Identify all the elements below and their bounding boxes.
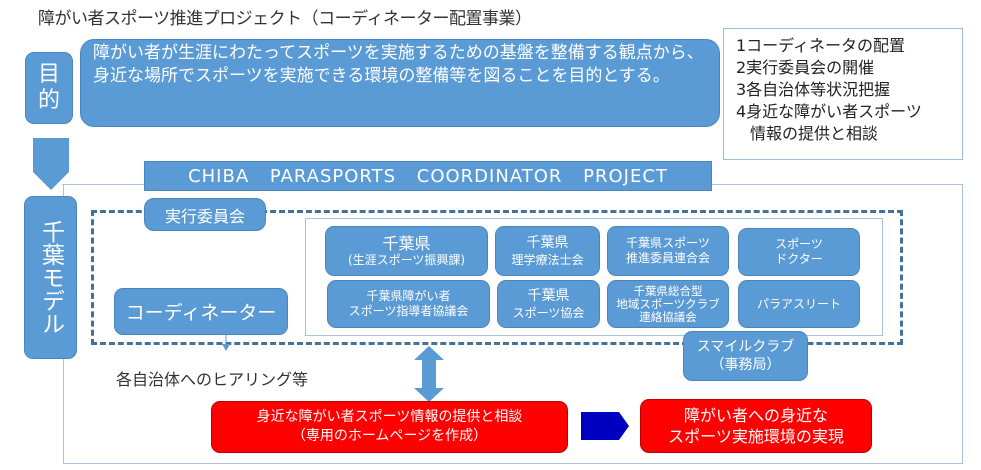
goal-box-line: 障がい者への身近な — [683, 406, 828, 425]
info-box-line: （専用のホームページを作成） — [291, 428, 488, 444]
member-sports-doctor: スポーツ ドクター — [738, 228, 860, 276]
committee-label: 実行委員会 — [144, 198, 266, 231]
model-label: 千葉モデル — [24, 196, 77, 359]
hearing-text: 各自治体へのヒアリング等 — [116, 370, 309, 389]
small-down-arrow-icon — [222, 335, 230, 351]
member-line: 理学療法士会 — [511, 253, 584, 267]
coordinator-text: コーディネーター — [125, 302, 277, 324]
member-sports-promotion-council: 千葉県スポーツ 推進委員連合会 — [607, 226, 729, 276]
purpose-text: 障がい者が生涯にわたってスポーツを実施するための基盤を整備する観点から、身近な場… — [93, 43, 704, 86]
project-banner: CHIBA PARASPORTS COORDINATOR PROJECT — [144, 161, 712, 191]
member-line: 千葉県 — [382, 234, 431, 253]
member-physical-therapists: 千葉県 理学療法士会 — [495, 226, 600, 276]
member-line: スポーツ指導者協議会 — [348, 304, 469, 318]
down-arrow-icon — [33, 138, 69, 190]
member-line: 千葉県 — [527, 288, 570, 304]
diagram-title: 障がい者スポーツ推進プロジェクト（コーディネーター配置事業） — [38, 9, 532, 29]
smile-club-line: （事務局） — [710, 357, 781, 373]
project-banner-text: CHIBA PARASPORTS COORDINATOR PROJECT — [188, 165, 668, 187]
tasks-list-box: 1コーディネータの配置 2実行委員会の開催 3各自治体等状況把握 4身近な障がい… — [723, 28, 963, 160]
member-line: スポーツ — [775, 237, 823, 251]
goal-box-line: スポーツ実施環境の実現 — [668, 427, 844, 446]
task-item: 3各自治体等状況把握 — [736, 80, 891, 99]
member-disability-sports-instructors: 千葉県障がい者 スポーツ指導者協議会 — [327, 280, 490, 328]
coordinator-box: コーディネーター — [114, 288, 288, 335]
task-item: 4身近な障がい者スポーツ — [736, 102, 922, 121]
right-arrow-icon — [581, 412, 629, 440]
member-line: スポーツ協会 — [512, 306, 585, 320]
committee-dashed-frame — [91, 210, 903, 345]
member-sports-association: 千葉県 スポーツ協会 — [497, 280, 600, 328]
member-line: 連絡協議会 — [639, 309, 697, 324]
member-chiba-prefecture: 千葉県 (生涯スポーツ振興課) — [325, 226, 488, 276]
purpose-label-text: 目的 — [37, 62, 60, 113]
purpose-label: 目的 — [25, 52, 73, 124]
member-line: 地域スポーツクラブ — [616, 296, 720, 311]
goal-box: 障がい者への身近な スポーツ実施環境の実現 — [640, 399, 872, 453]
task-item: 2実行委員会の開催 — [736, 58, 875, 77]
member-para-athletes: パラアスリート — [738, 280, 860, 328]
member-line: パラアスリート — [756, 296, 841, 311]
member-line: 推進委員連合会 — [625, 251, 710, 265]
task-item: 1コーディネータの配置 — [736, 36, 906, 55]
task-item-continued: 情報の提供と相談 — [750, 124, 879, 143]
member-line: (生涯スポーツ振興課) — [347, 253, 466, 267]
committee-label-text: 実行委員会 — [164, 206, 245, 226]
member-line: 千葉県 — [526, 235, 569, 251]
connector-line — [62, 184, 144, 185]
info-box-line: 身近な障がい者スポーツ情報の提供と相談 — [256, 409, 523, 425]
member-line: 千葉県総合型 — [633, 283, 703, 298]
info-provision-box: 身近な障がい者スポーツ情報の提供と相談 （専用のホームページを作成） — [211, 401, 568, 453]
purpose-box: 障がい者が生涯にわたってスポーツを実施するための基盤を整備する観点から、身近な場… — [80, 39, 720, 127]
model-label-text: 千葉モデル — [37, 220, 64, 335]
member-line: ドクター — [775, 252, 823, 266]
smile-club-box: スマイルクラブ （事務局） — [683, 331, 808, 381]
bidirectional-arrow-icon — [414, 346, 444, 402]
member-community-sports-clubs: 千葉県総合型 地域スポーツクラブ 連絡協議会 — [607, 280, 729, 328]
smile-club-line: スマイルクラブ — [696, 339, 795, 355]
member-line: 千葉県障がい者 — [366, 289, 451, 303]
member-line: 千葉県スポーツ — [626, 236, 710, 250]
